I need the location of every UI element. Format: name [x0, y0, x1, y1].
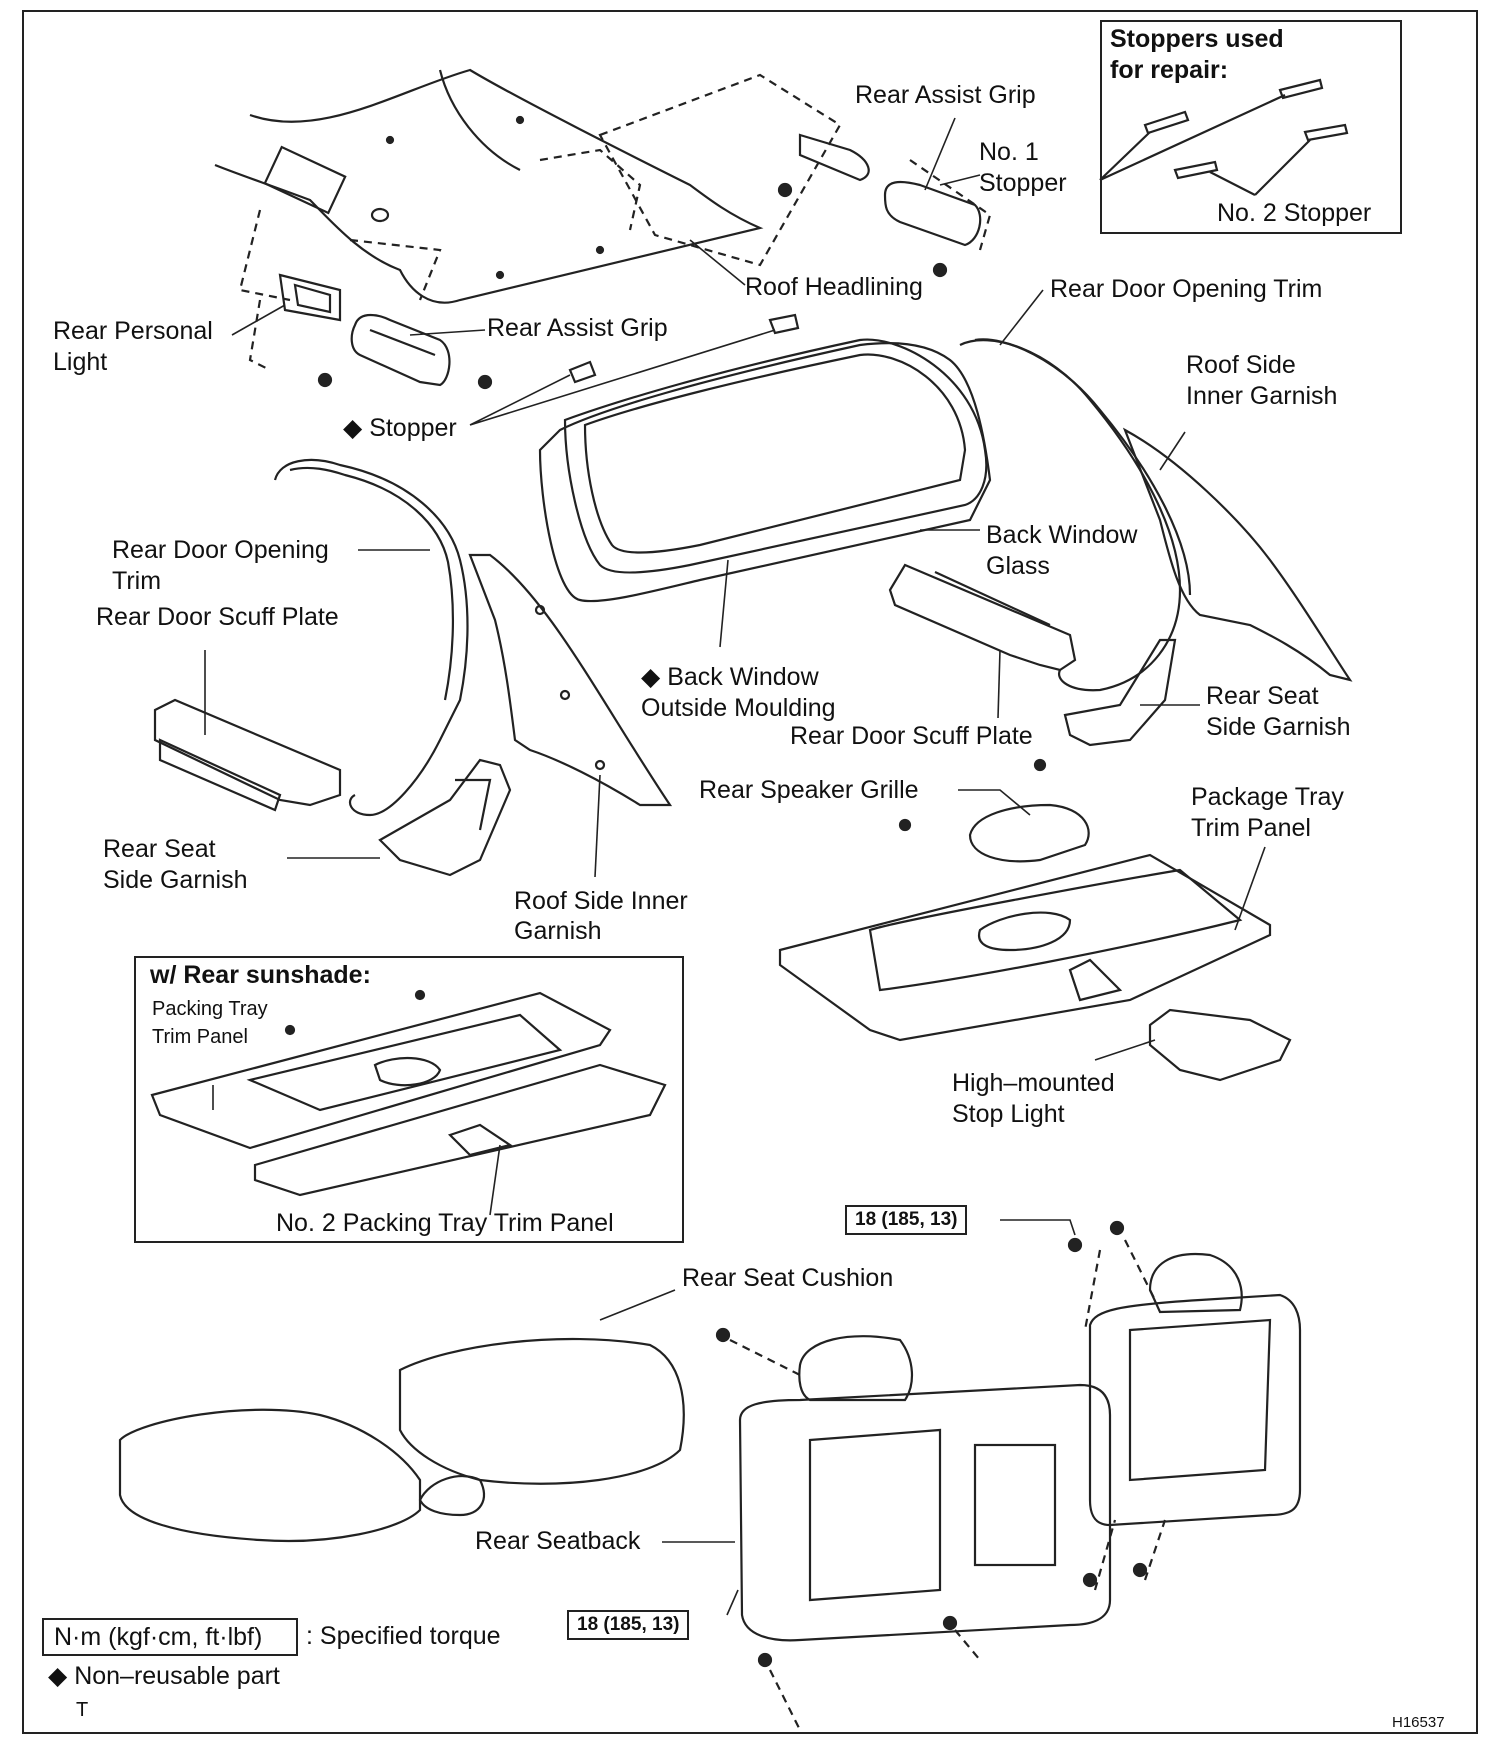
label-rear-seat-side-garnish-left-line1: Rear Seat — [103, 835, 216, 863]
roof-side-inner-garnish-right-drawing — [1122, 427, 1353, 682]
label-rear-assist-grip-mid: Rear Assist Grip — [487, 314, 668, 342]
roof-headlining-drawing — [214, 68, 764, 304]
rear-door-scuff-plate-left-drawing — [153, 698, 342, 812]
label-back-window-glass-line2: Glass — [986, 552, 1050, 580]
rear-door-opening-trim-right-drawing — [959, 338, 1192, 692]
figure-id: H16537 — [1392, 1714, 1445, 1731]
label-back-window-moulding-text: Back Window — [667, 663, 819, 691]
label-rear-seat-side-garnish-right-line2: Side Garnish — [1206, 713, 1351, 741]
screws — [284, 182, 1047, 1036]
stoppers-title-line1: Stoppers used — [1110, 25, 1284, 53]
label-roof-side-inner-garnish-left-line2: Garnish — [514, 917, 602, 945]
label-rear-seatback: Rear Seatback — [475, 1527, 641, 1555]
label-rear-speaker-grille: Rear Speaker Grille — [699, 776, 919, 804]
roof-side-inner-garnish-left-drawing — [468, 553, 673, 807]
label-no1-stopper-line1: No. 1 — [979, 138, 1039, 166]
label-back-window-moulding-line1: ◆ Back Window — [641, 662, 819, 693]
legend-unit-desc: : Specified torque — [306, 1622, 501, 1650]
stoppers-used-box: Stoppers used for repair: No. 2 Stopper — [1100, 20, 1402, 234]
label-packing-tray-line1: Packing Tray — [152, 998, 268, 1020]
rear-personal-light-drawing — [278, 273, 342, 322]
rear-assist-grip-mid-drawing — [350, 313, 451, 387]
package-tray-trim-panel-drawing — [778, 853, 1272, 1042]
diamond-icon: ◆ — [641, 663, 661, 691]
label-rear-door-opening-trim-right: Rear Door Opening Trim — [1050, 275, 1323, 303]
legend-non-reusable: ◆ Non–reusable part — [48, 1661, 280, 1692]
bolt-guides — [729, 1239, 1167, 1731]
stopper-drawing — [568, 313, 800, 384]
label-rear-assist-grip-top: Rear Assist Grip — [855, 81, 1036, 109]
label-rear-seat-side-garnish-left-line2: Side Garnish — [103, 866, 248, 894]
label-package-tray-line1: Package Tray — [1191, 783, 1344, 811]
label-back-window-glass-line1: Back Window — [986, 521, 1138, 549]
label-rear-personal-light-line1: Rear Personal — [53, 317, 213, 345]
legend-unit: N·m (kgf·cm, ft·lbf) — [54, 1623, 263, 1651]
sunshade-tray-drawing — [150, 991, 667, 1197]
legend-unit-box: N·m (kgf·cm, ft·lbf) — [42, 1618, 298, 1656]
rear-assist-grip-top-drawing — [798, 133, 982, 247]
label-back-window-moulding-line2: Outside Moulding — [641, 694, 836, 722]
bolts-lower — [715, 1220, 1148, 1668]
legend-non-reusable-text: Non–reusable part — [74, 1662, 280, 1690]
diamond-icon: ◆ — [48, 1662, 68, 1690]
diagram-frame — [22, 10, 1478, 1734]
label-roof-side-inner-garnish-right-line1: Roof Side — [1186, 351, 1296, 379]
label-high-mounted-line1: High–mounted — [952, 1069, 1115, 1097]
label-rear-door-scuff-plate-right: Rear Door Scuff Plate — [790, 722, 1033, 750]
label-rear-door-opening-trim-left-line2: Trim — [112, 567, 162, 595]
torque-spec-lower: 18 (185, 13) — [567, 1610, 690, 1640]
high-mounted-stop-light-drawing — [1148, 1008, 1292, 1082]
label-roof-side-inner-garnish-right-line2: Inner Garnish — [1186, 382, 1338, 410]
label-package-tray-line2: Trim Panel — [1191, 814, 1311, 842]
stoppers-title-line2: for repair: — [1110, 56, 1229, 84]
label-no1-stopper-line2: Stopper — [979, 169, 1067, 197]
rear-seat-side-garnish-left-drawing — [378, 758, 512, 877]
rear-sunshade-box: w/ Rear sunshade: Packing Tray Trim Pane… — [134, 956, 684, 1243]
back-window-glass-drawing — [538, 338, 992, 603]
label-packing-tray-line2: Trim Panel — [152, 1026, 248, 1048]
diamond-icon: ◆ — [343, 414, 363, 442]
rear-door-scuff-plate-right-drawing — [888, 563, 1077, 672]
label-rear-seat-side-garnish-right-line1: Rear Seat — [1206, 682, 1319, 710]
rear-door-opening-trim-left-drawing — [273, 458, 469, 817]
label-rear-personal-light-line2: Light — [53, 348, 108, 376]
label-high-mounted-line2: Stop Light — [952, 1100, 1065, 1128]
rear-speaker-grille-drawing — [968, 803, 1090, 863]
label-stopper: ◆ Stopper — [343, 413, 457, 444]
legend-t-mark: T — [76, 1699, 89, 1721]
leader-lines — [204, 117, 1266, 1616]
label-stopper-text: Stopper — [369, 414, 457, 442]
rear-seat-side-garnish-right-drawing — [1063, 638, 1177, 747]
rear-seatback-left-drawing — [738, 1335, 1112, 1642]
sunshade-title: w/ Rear sunshade: — [150, 961, 371, 989]
label-roof-headlining: Roof Headlining — [745, 273, 923, 301]
label-no2-packing-tray: No. 2 Packing Tray Trim Panel — [276, 1209, 614, 1237]
label-no2-stopper: No. 2 Stopper — [1217, 199, 1372, 227]
label-rear-door-opening-trim-left-line1: Rear Door Opening — [112, 536, 329, 564]
torque-spec-upper: 18 (185, 13) — [845, 1205, 968, 1235]
label-rear-door-scuff-plate-left: Rear Door Scuff Plate — [96, 603, 339, 631]
dashed-guides — [238, 73, 992, 371]
label-rear-seat-cushion: Rear Seat Cushion — [682, 1264, 894, 1292]
rear-seat-cushion-drawing — [118, 1337, 685, 1543]
rear-seatback-right-drawing — [1088, 1252, 1302, 1527]
stoppers-box-art — [1099, 78, 1349, 196]
label-roof-side-inner-garnish-left-line1: Roof Side Inner — [514, 887, 688, 915]
